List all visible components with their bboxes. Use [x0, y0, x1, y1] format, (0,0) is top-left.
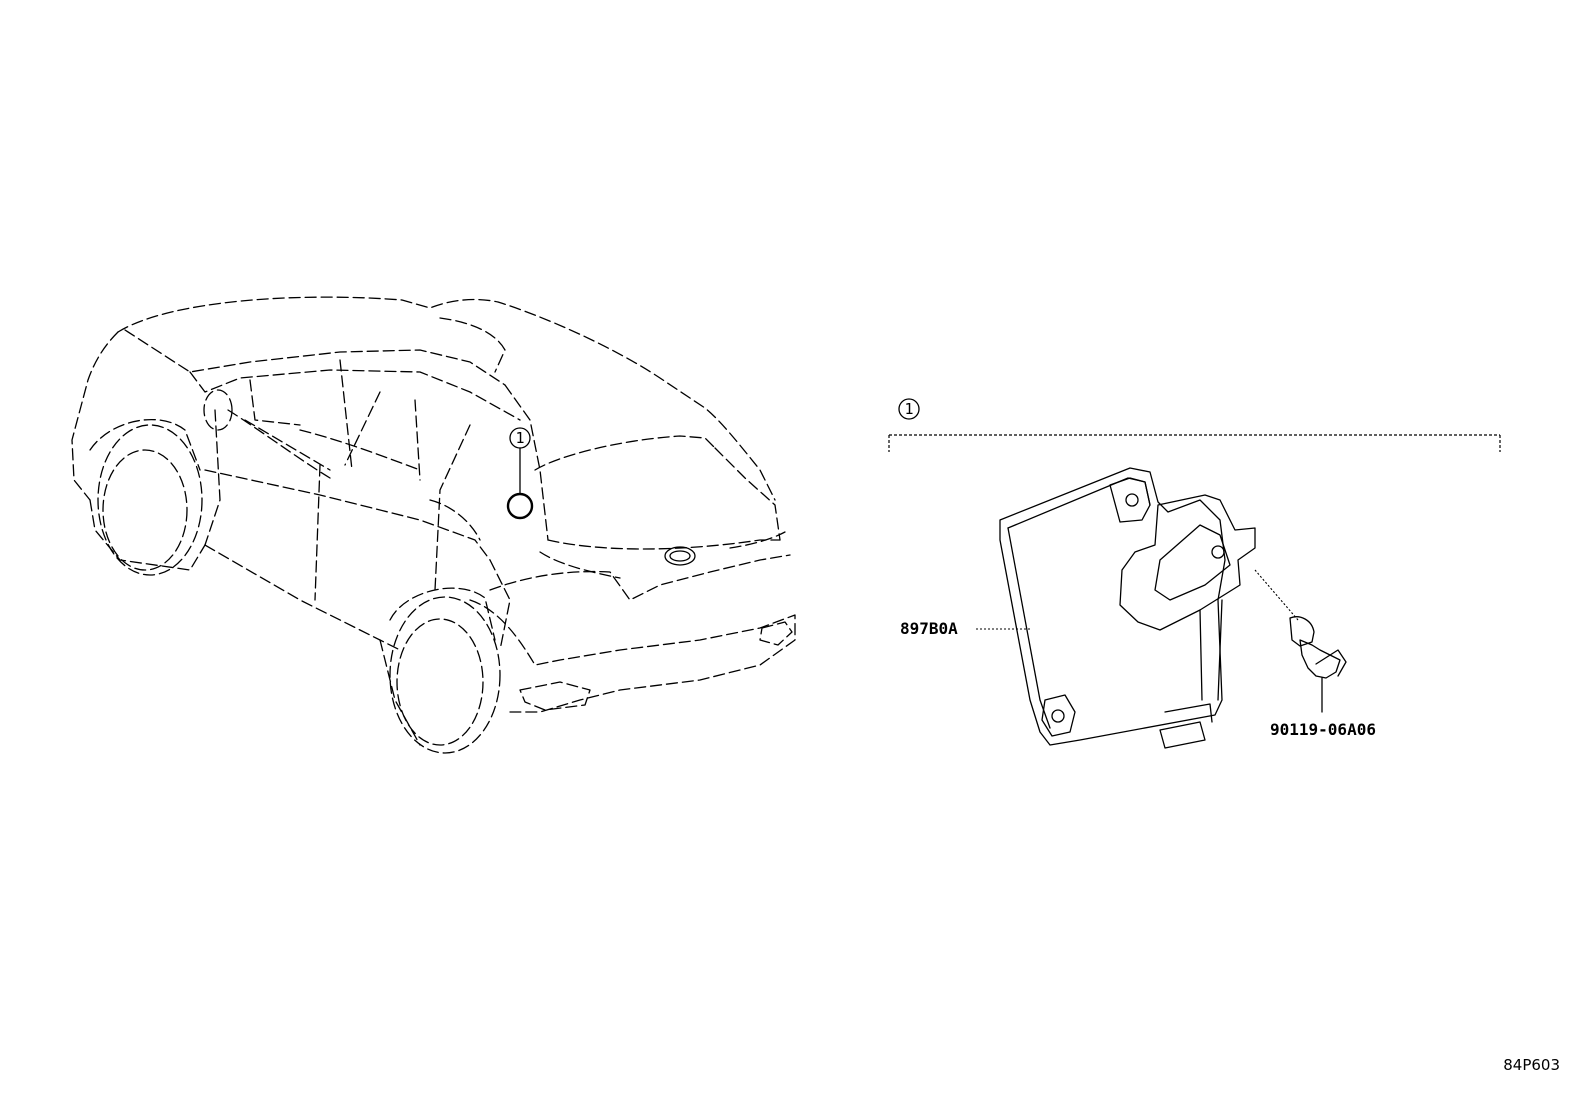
diagram-id: 84P603: [1503, 1056, 1560, 1074]
callout-number-vehicle: 1: [515, 429, 524, 447]
part-label-ecu: 897B0A: [900, 619, 1030, 638]
ecu-module: [999, 467, 1256, 749]
part-label-bolt: 90119-06A06: [1270, 720, 1376, 739]
bolt: [1254, 569, 1347, 713]
part-number-ecu: 897B0A: [900, 619, 958, 638]
ecu-location-marker: 1: [506, 427, 534, 520]
assembly-bracket: 1: [888, 398, 1501, 452]
part-number-bolt: 90119-06A06: [1270, 720, 1376, 739]
callout-number-assembly: 1: [904, 400, 913, 418]
vehicle-illustration: [71, 296, 796, 754]
